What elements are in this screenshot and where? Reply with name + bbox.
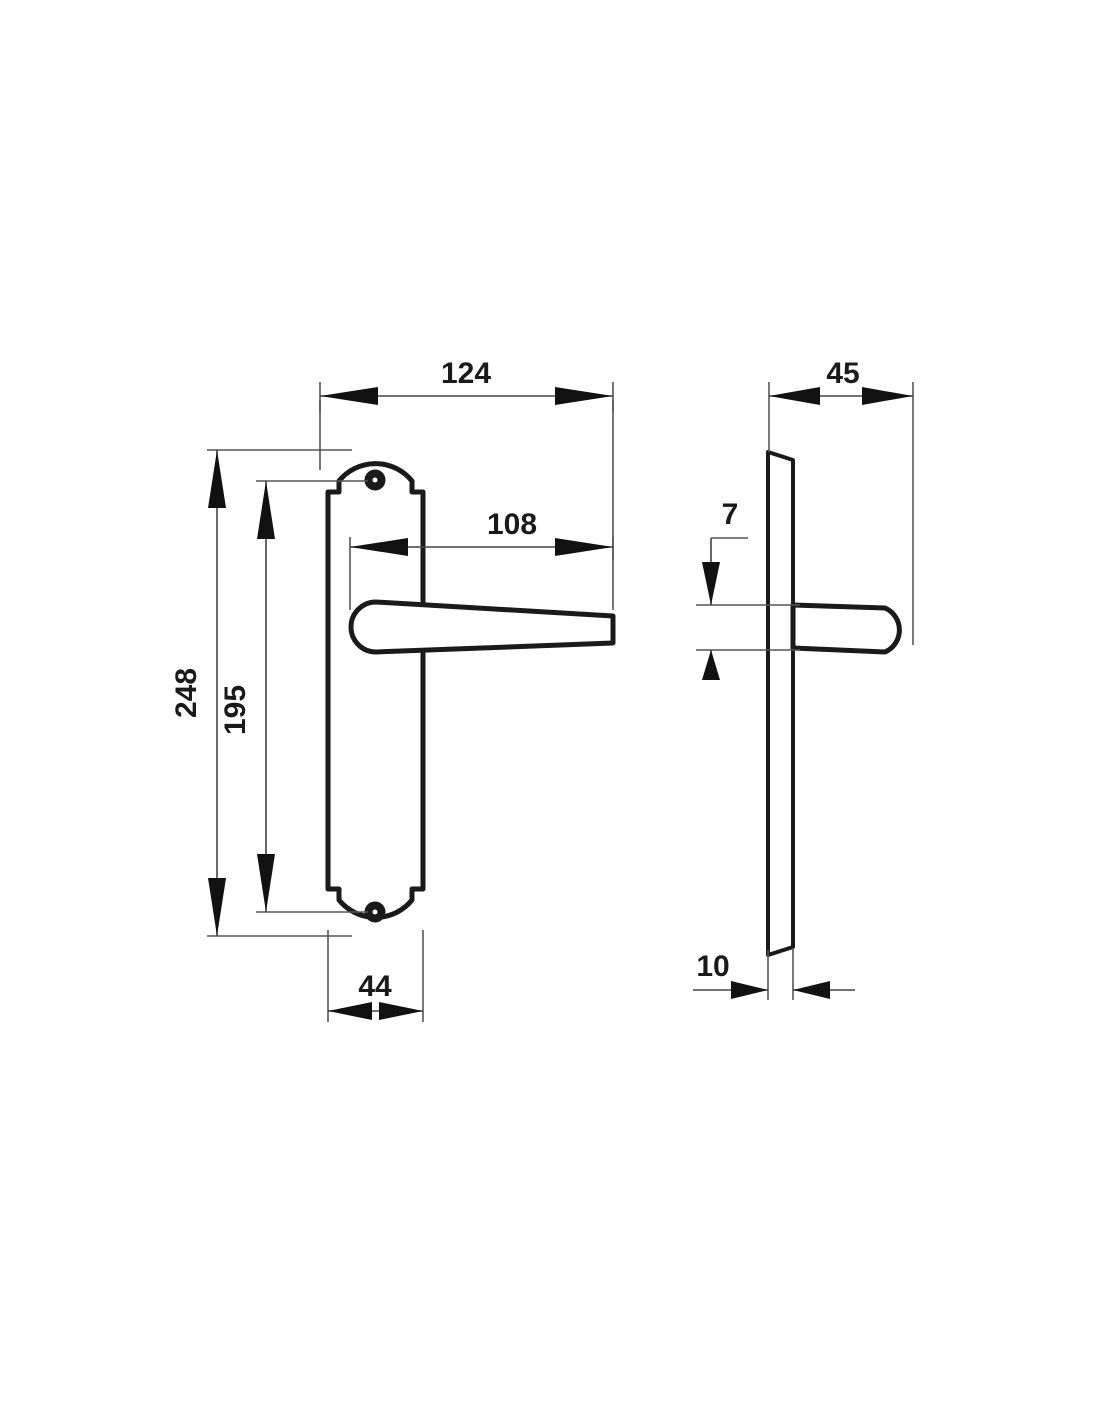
dimension-124: 124 (319, 357, 614, 610)
dimension-7-label: 7 (722, 498, 739, 531)
front-lever-outline (348, 599, 616, 655)
front-view: 124 108 248 (170, 357, 616, 1022)
dimension-44: 44 (327, 930, 424, 1022)
side-plate-outline (766, 450, 795, 957)
dimension-248: 248 (170, 449, 352, 937)
dimension-195: 195 (219, 480, 368, 913)
dimension-10: 10 (693, 948, 855, 1000)
dimension-108-label: 108 (487, 508, 537, 541)
dimension-44-label: 44 (358, 970, 392, 1003)
dimension-7: 7 (696, 498, 800, 680)
dimension-45: 45 (768, 357, 914, 645)
screw-hole-bottom (364, 901, 386, 923)
front-plate-outline (325, 461, 426, 920)
side-view: 45 7 10 (693, 357, 914, 1000)
dimension-45-label: 45 (826, 357, 859, 390)
dimension-124-label: 124 (441, 357, 491, 390)
dimension-10-label: 10 (696, 950, 729, 983)
screw-hole-top (364, 469, 386, 491)
dimension-248-label: 248 (170, 668, 203, 718)
dimension-195-label: 195 (219, 685, 252, 735)
dimension-108: 108 (349, 508, 614, 610)
side-lever-outline (790, 602, 902, 655)
